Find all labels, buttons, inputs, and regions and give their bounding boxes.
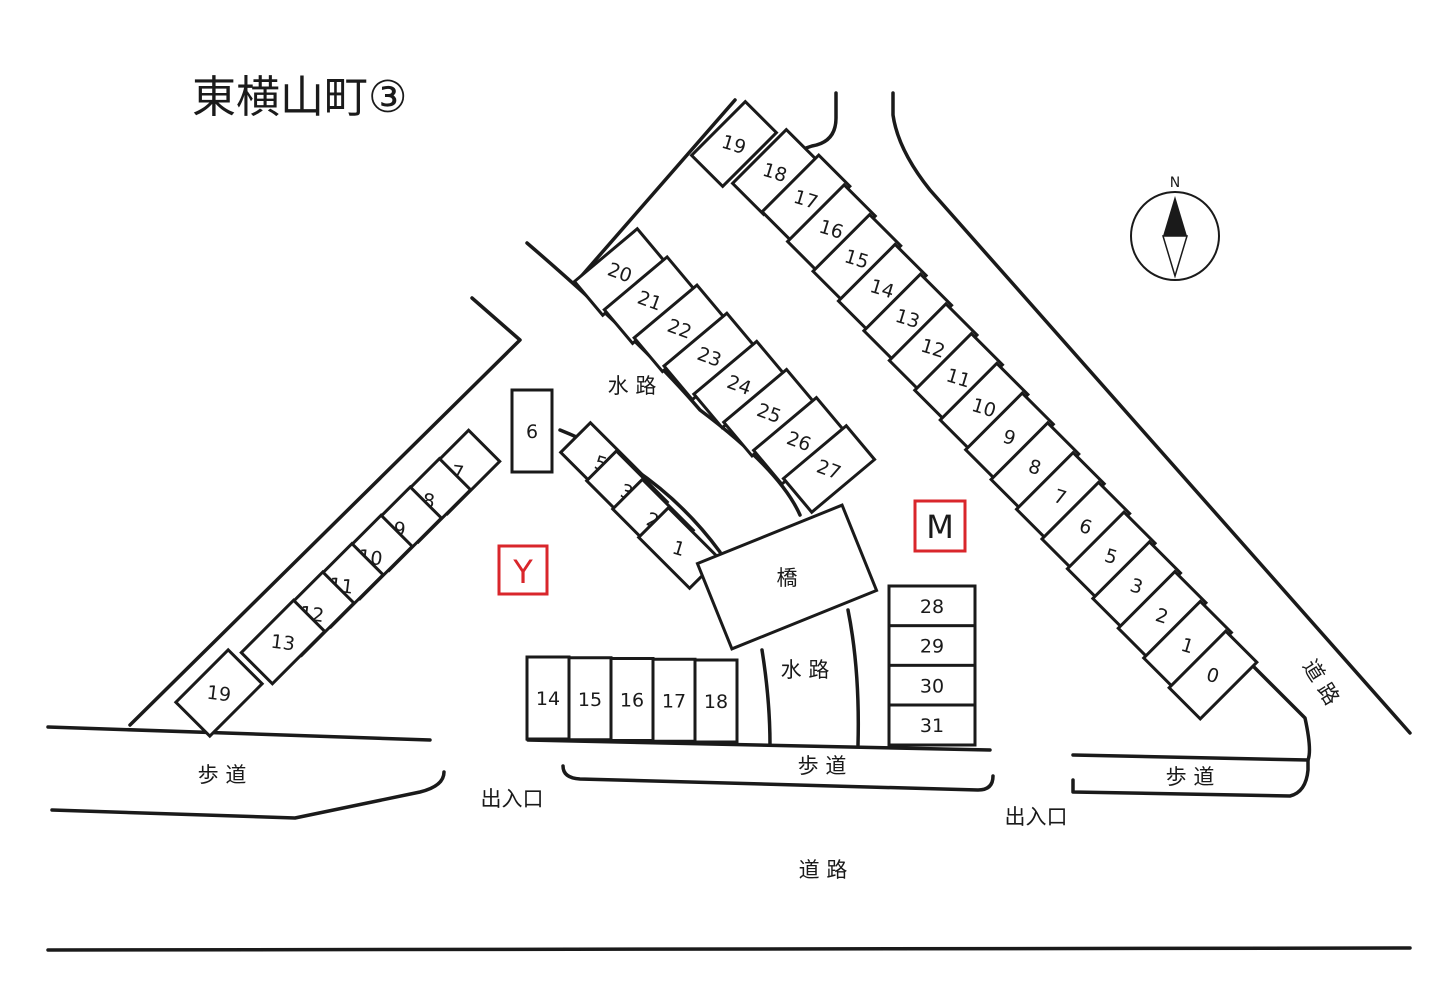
right-sidewalk-top: [1071, 753, 1310, 762]
parking-stall-right_column-0[interactable]: 28: [887, 584, 977, 628]
parking-stall-left-corner-0[interactable]: 19: [173, 647, 265, 739]
compass-north-label: N: [1170, 175, 1180, 191]
stall-number: 18: [704, 691, 728, 713]
upper-waterway-edge-right: [576, 98, 737, 282]
parking-stall-bottom_row-3[interactable]: 17: [651, 657, 697, 743]
right-inner-edge: [1071, 656, 1312, 798]
parking-stall-right_diagonal-0[interactable]: 17: [760, 153, 852, 245]
parking-stall-standalone-0[interactable]: 6: [510, 388, 554, 474]
left-sidewalk-bottom: [50, 770, 446, 820]
stall-number: 14: [536, 688, 560, 710]
stall-outline: [651, 657, 697, 743]
stall-outline: [173, 647, 265, 739]
left-sidewalk-top: [46, 725, 432, 742]
south-arrow-icon: [1161, 235, 1189, 279]
stall-outline: [510, 388, 554, 474]
stall-outline: [887, 584, 977, 628]
top-channel: [798, 91, 838, 152]
stall-number: 6: [526, 421, 538, 443]
parking-stall-right_diagonal-5[interactable]: 12: [887, 301, 980, 394]
stall-outline: [239, 598, 327, 686]
lower-waterway-left: [760, 648, 772, 747]
lower-waterway-right: [846, 608, 861, 747]
road-bottom-line: [46, 946, 1412, 952]
marker-y[interactable]: Y: [497, 544, 549, 596]
marker-y-box: [497, 544, 549, 596]
parking-stalls: 7891011121319653212021222324252627191817…: [173, 99, 1259, 747]
parking-stall-right_column-3[interactable]: 31: [887, 703, 977, 747]
stall-outline: [1167, 629, 1259, 721]
marker-m-box: [913, 499, 967, 553]
parking-stall-bottom_row-1[interactable]: 15: [567, 656, 613, 742]
map-outlines: [46, 91, 1412, 952]
stall-number: 31: [920, 715, 944, 737]
parking-stall-right_diagonal-16[interactable]: 0: [1167, 629, 1259, 721]
waterway-lower-label: 水 路: [781, 658, 830, 682]
bridge-label: 橋: [777, 566, 798, 590]
marker-m[interactable]: M: [913, 499, 967, 553]
parking-stall-upper_row-2[interactable]: 22: [632, 282, 728, 374]
compass: N: [1130, 175, 1220, 281]
left-boundary-line: [128, 296, 522, 727]
parking-stall-bottom_row-0[interactable]: 14: [525, 655, 571, 741]
center-sidewalk-top: [526, 738, 992, 752]
parking-stall-left_diagonal-6[interactable]: 13: [239, 598, 327, 686]
parking-stall-bottom_row-2[interactable]: 16: [609, 657, 655, 742]
sidewalk-center-label: 歩 道: [798, 754, 847, 778]
parking-stall-right_column-2[interactable]: 30: [887, 663, 977, 707]
parking-stall-right_top-0[interactable]: 19: [689, 99, 779, 189]
marker-y-label: Y: [512, 553, 533, 591]
parking-stall-upper_row-3[interactable]: 23: [661, 311, 758, 402]
stall-number: 16: [620, 690, 644, 712]
stall-outline: [689, 99, 779, 189]
stall-number: 15: [578, 689, 602, 711]
parking-stall-upper_row-6[interactable]: 26: [751, 395, 847, 487]
bridge-rect: [695, 503, 879, 651]
waterway-upper-label: 水 路: [608, 374, 657, 398]
marker-m-label: M: [926, 508, 954, 546]
sidewalk-left-label: 歩 道: [198, 763, 247, 787]
stall-number: 30: [920, 675, 944, 697]
north-arrow-icon: [1163, 196, 1187, 236]
stall-number: 28: [920, 596, 944, 618]
entrance-left-label: 出入口: [481, 787, 544, 811]
center-sidewalk-bottom: [561, 764, 995, 792]
stall-number: 17: [662, 690, 686, 712]
stall-number: 13: [270, 631, 297, 656]
parking-stall-bottom_row-4[interactable]: 18: [693, 658, 739, 744]
road-bottom-label: 道 路: [799, 858, 848, 882]
stall-number: 29: [920, 636, 944, 658]
stall-outline: [887, 703, 977, 747]
parking-stall-right_column-1[interactable]: 29: [887, 624, 977, 668]
road-right-label: 道 路: [1298, 655, 1344, 709]
bridge: 橋: [695, 503, 879, 651]
stall-outline: [781, 423, 877, 515]
right-road-edge: [891, 91, 1412, 735]
stall-outline: [567, 656, 613, 742]
stall-outline: [693, 658, 739, 744]
parking-stall-right_diagonal-14[interactable]: 2: [1116, 569, 1209, 662]
road-right-label-group: 道 路: [1298, 655, 1344, 709]
parking-stall-upper_row-7[interactable]: 27: [781, 423, 877, 515]
entrance-right-label: 出入口: [1005, 805, 1068, 829]
stall-number: 19: [206, 682, 233, 707]
map-title: 東横山町③: [192, 72, 407, 123]
sidewalk-right-label: 歩 道: [1166, 765, 1215, 789]
